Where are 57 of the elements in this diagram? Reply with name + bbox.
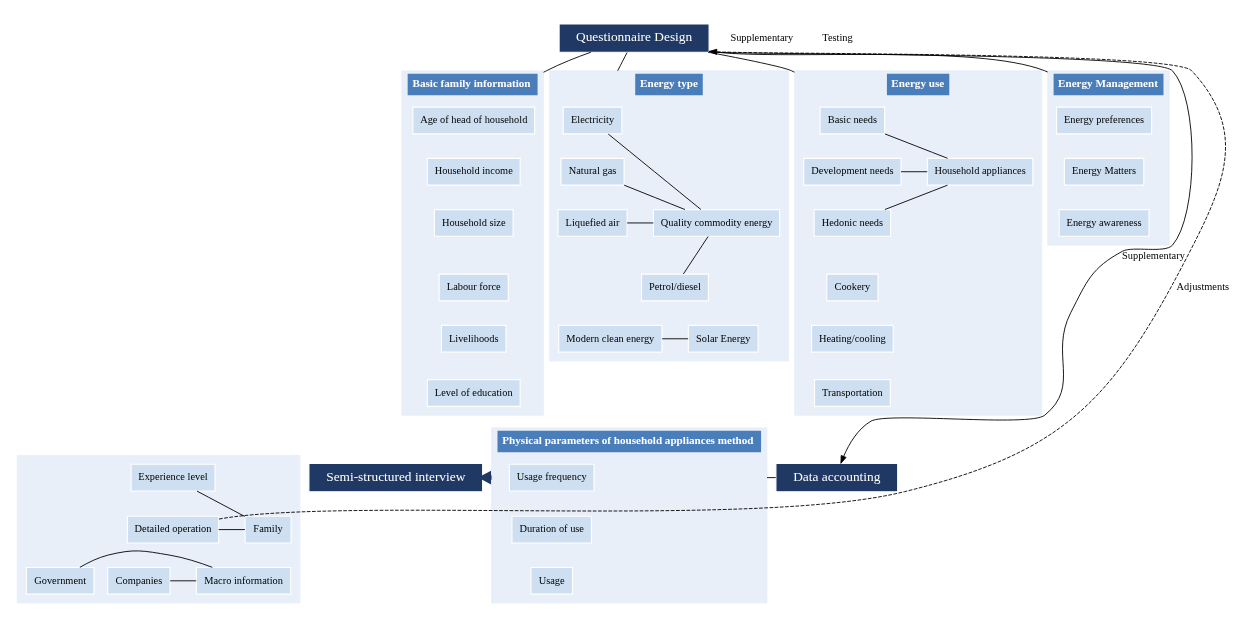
node-box: Questionnaire Design [558,22,710,53]
node-box: Duration of use [511,515,592,543]
node-box: Transportation [813,378,891,407]
node-box: Energy awareness [1058,208,1150,237]
connector [607,133,702,210]
node-box: Cookery [826,273,879,301]
connector [884,184,948,210]
connector [707,51,795,73]
connector [900,170,928,172]
node-box: Energy preferences [1056,106,1153,134]
connector [661,337,689,339]
node-box: Age of head of household [412,106,536,134]
label: Testing [822,31,853,43]
connector [623,184,686,210]
node-box: Family [244,515,292,543]
connector [543,51,592,73]
connector [884,132,949,159]
node-box: Data accounting [775,462,899,492]
node-box: Basic needs [819,106,886,134]
node-box: Hedonic needs [813,208,892,237]
cluster [16,454,301,603]
node-box: Labour force [438,273,509,301]
node-box: Semi-structured interview [308,462,484,492]
connector [708,50,1049,72]
node-box: Level of education [426,378,521,407]
node-box: Natural gas [560,157,625,186]
connector [682,235,709,274]
node-box: Household size [433,208,514,237]
connector [766,476,777,478]
node-box: Development needs [803,157,902,186]
node-box: Heating/cooling [811,324,894,353]
arrow [708,50,1193,464]
node-box: Petrol/diesel [640,273,709,301]
node-box: Macro information [195,566,292,595]
node-box: Solar Energy [687,324,759,353]
node-box: Livelihoods [440,324,507,353]
connector [218,528,246,530]
arrow [218,48,1226,519]
node-box: Usage [530,566,574,595]
node-box: Government [25,566,95,595]
node-box: Companies [107,566,171,595]
connector [196,490,246,517]
label: Supplementary [730,31,794,43]
node-box: Usage frequency [508,463,595,492]
connector [79,549,213,568]
node-box: Energy Matters [1063,157,1145,186]
connector [617,51,628,71]
edge-label: Adjustments [1176,280,1230,292]
node-box: Liquefied air [557,208,628,237]
node-box: Quality commodity energy [652,208,781,237]
node-box: Household income [426,157,521,186]
node-box: Detailed operation [126,515,220,543]
node-box: Electricity [562,106,623,134]
edge-label: Supplementary [1122,249,1185,261]
node-box: Household appliances [926,157,1034,186]
node-box: Experience level [130,463,216,492]
node-box: Modern clean energy [558,324,663,353]
